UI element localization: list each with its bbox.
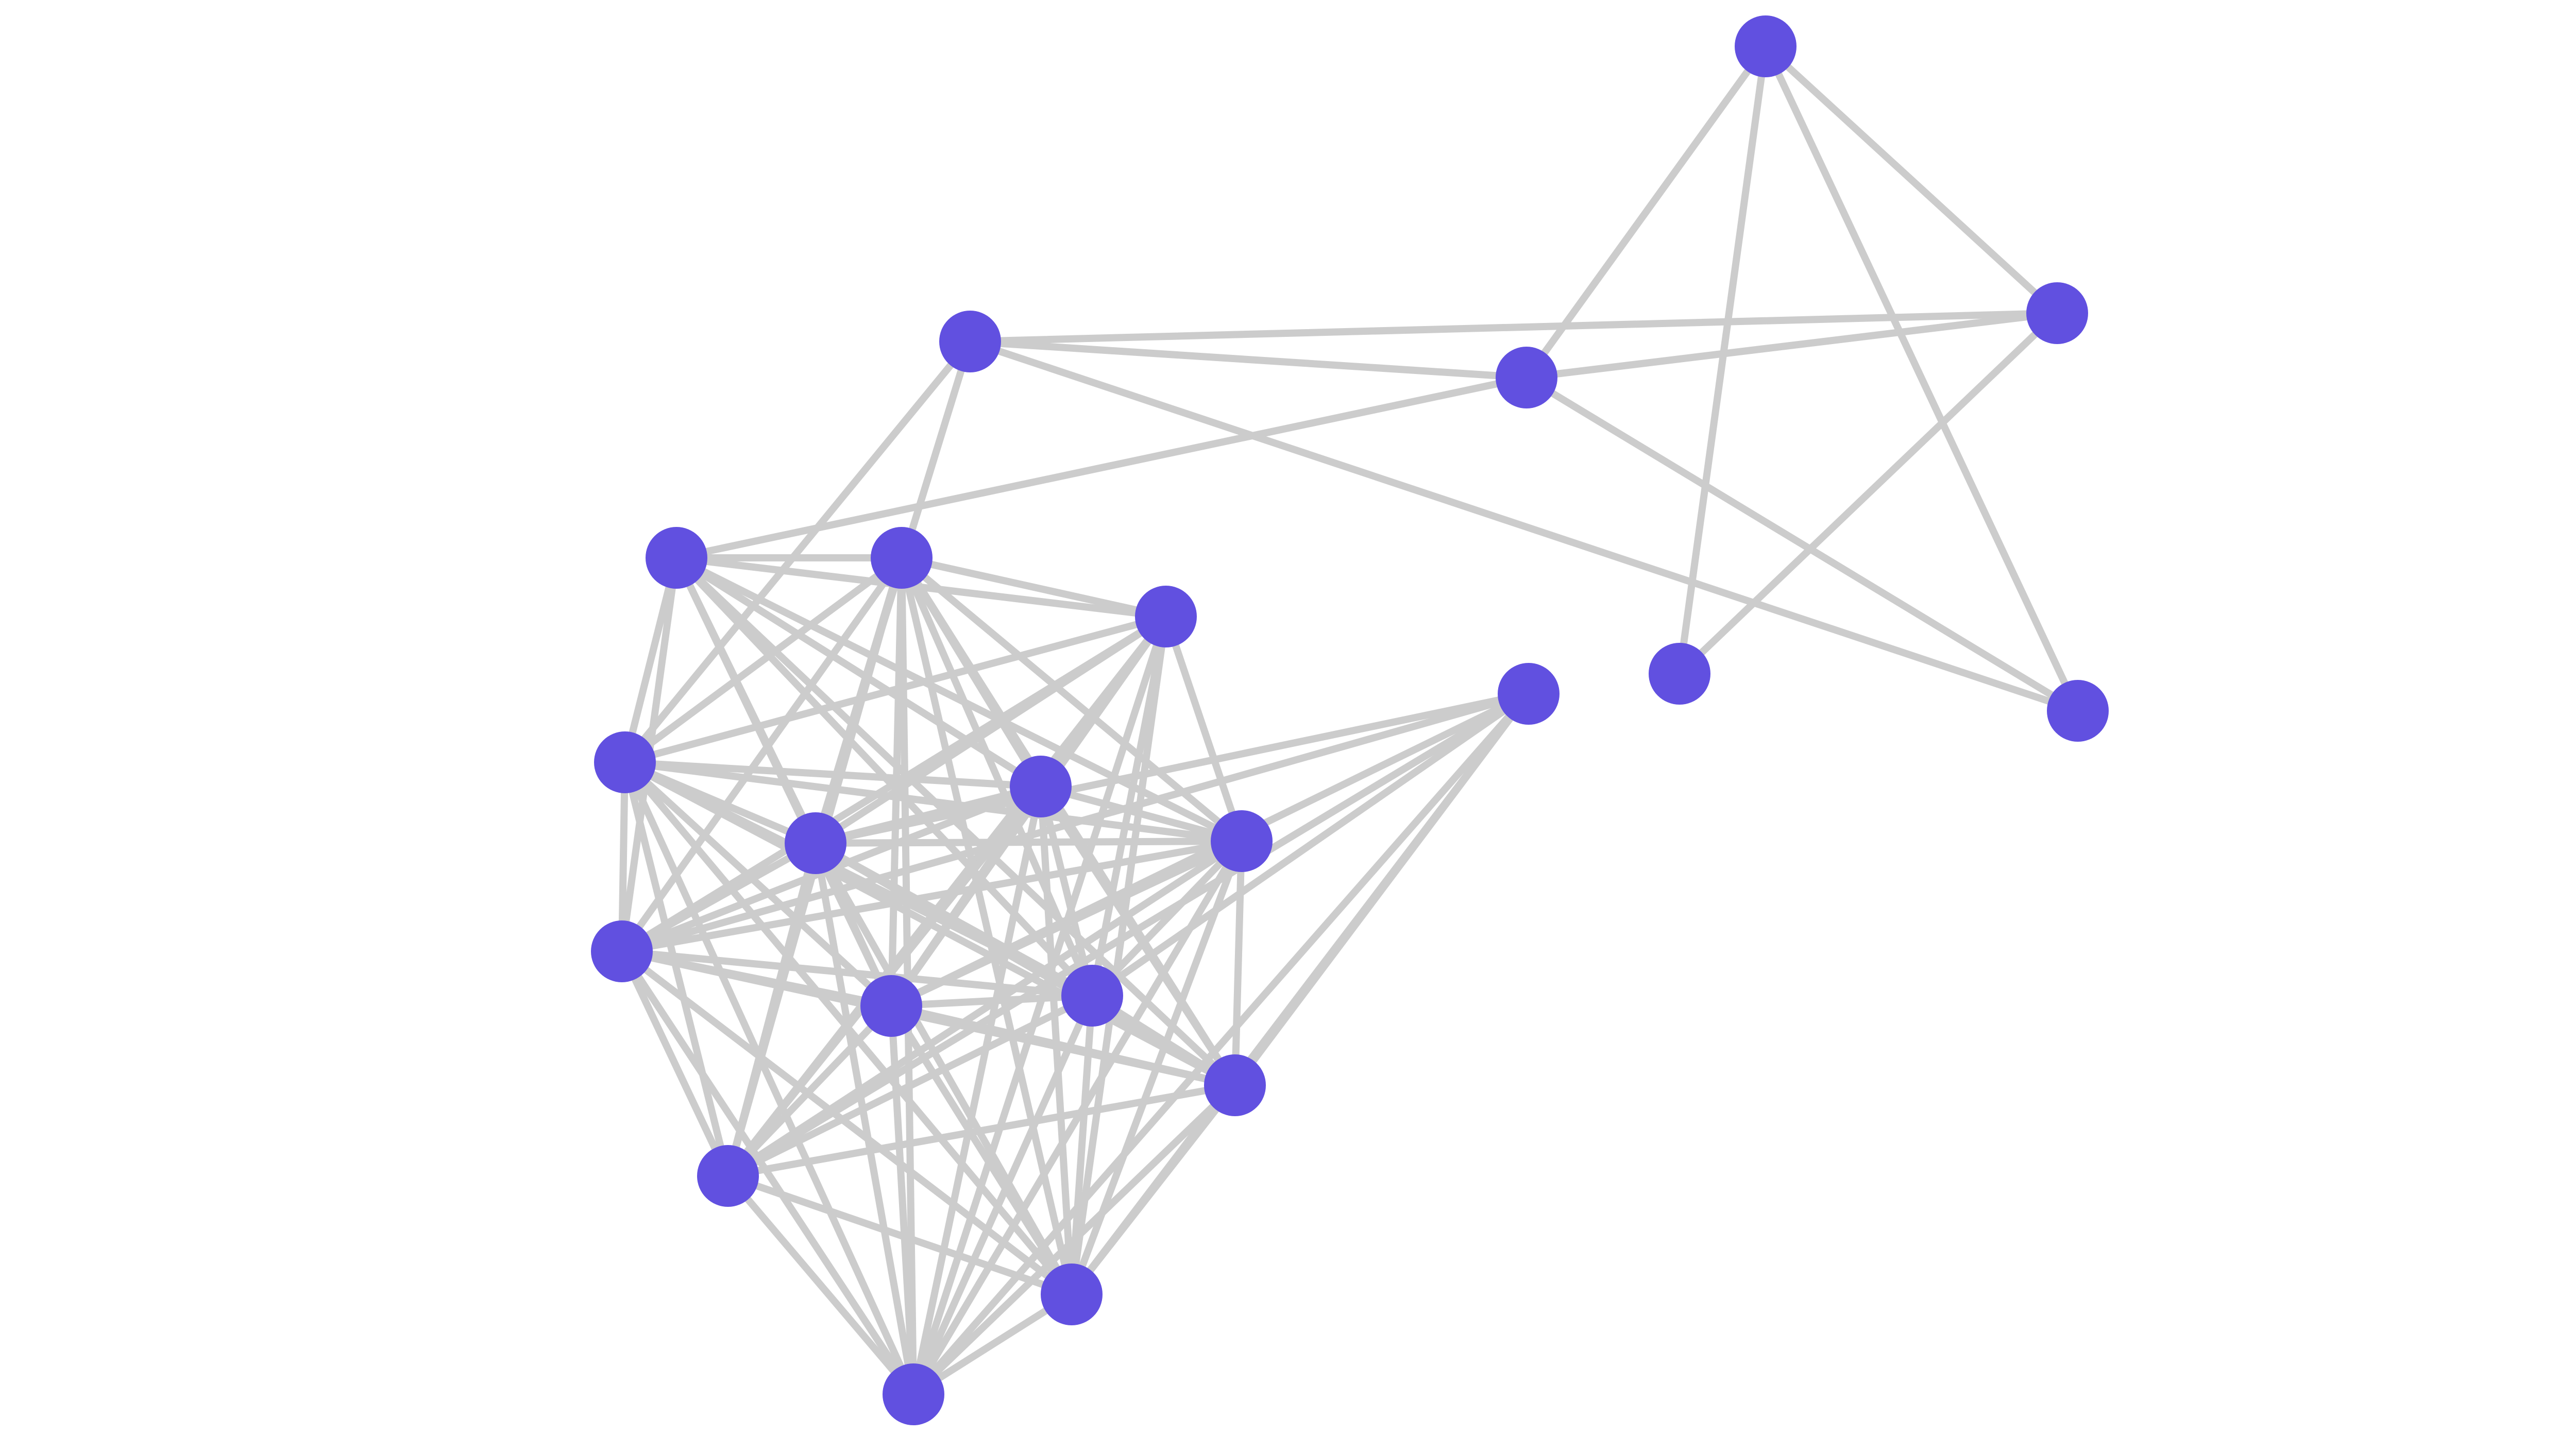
- edge-n7-n13: [673, 554, 1245, 845]
- edge-n13-n17: [1231, 838, 1245, 1089]
- edge-n1-n2: [1762, 43, 2061, 317]
- edge-n12-n21: [812, 690, 1532, 847]
- edge-n13-n16: [1089, 838, 1245, 999]
- edge-n15-n20: [888, 1002, 917, 1398]
- edge-layer: [618, 43, 2081, 1398]
- node-n1[interactable]: [1735, 15, 1797, 77]
- edge-n14-n21: [618, 690, 1532, 955]
- edge-n10-n13: [621, 759, 1245, 845]
- node-n8[interactable]: [871, 527, 933, 589]
- edge-n9-n19: [1068, 613, 1170, 1298]
- edge-n19-n21: [1068, 690, 1532, 1298]
- edge-n12-n20: [812, 840, 917, 1398]
- edge-n12-n13: [812, 838, 1245, 847]
- edge-n14-n18: [618, 948, 732, 1180]
- node-n13[interactable]: [1211, 810, 1273, 872]
- edge-n10-n11: [621, 759, 1044, 790]
- edge-n16-n19: [1068, 992, 1096, 1298]
- edge-n15-n17: [888, 1002, 1239, 1089]
- node-n14[interactable]: [591, 920, 653, 982]
- node-n4[interactable]: [2047, 680, 2109, 742]
- edge-n18-n21: [724, 690, 1532, 1180]
- edge-n10-n20: [621, 759, 917, 1398]
- edge-n16-n20: [910, 992, 1096, 1398]
- edge-n9-n10: [621, 613, 1170, 766]
- edge-n10-n15: [621, 759, 895, 1010]
- edge-n12-n14: [618, 840, 819, 955]
- edge-n8-n9: [898, 554, 1170, 620]
- edge-n13-n18: [724, 838, 1245, 1180]
- edge-n19-n20: [910, 1291, 1075, 1398]
- node-n9[interactable]: [1135, 586, 1197, 647]
- edge-n11-n13: [1037, 783, 1245, 845]
- edge-n2-n6: [967, 310, 2061, 345]
- edge-n16-n21: [1089, 690, 1532, 999]
- node-n21[interactable]: [1498, 663, 1560, 725]
- edge-n9-n20: [910, 613, 1170, 1398]
- edge-n10-n18: [621, 759, 732, 1180]
- node-n10[interactable]: [594, 731, 656, 793]
- edge-n9-n13: [1162, 613, 1245, 845]
- edge-n14-n16: [618, 948, 1096, 999]
- edge-n1-n5: [1676, 43, 1769, 677]
- edge-n2-n3: [1523, 310, 2061, 381]
- node-n20[interactable]: [883, 1363, 944, 1425]
- edge-n14-n20: [618, 948, 917, 1398]
- node-n18[interactable]: [697, 1145, 759, 1207]
- node-n12[interactable]: [785, 812, 846, 874]
- node-n2[interactable]: [2026, 282, 2088, 344]
- node-n19[interactable]: [1041, 1264, 1103, 1325]
- edge-n16-n18: [724, 992, 1096, 1180]
- edge-n15-n21: [888, 690, 1532, 1010]
- edge-n18-n20: [724, 1172, 917, 1398]
- edge-n10-n14: [618, 759, 629, 955]
- edge-n20-n21: [910, 690, 1532, 1398]
- edge-n4-n6: [967, 338, 2081, 714]
- node-n11[interactable]: [1010, 756, 1072, 817]
- edge-n15-n16: [888, 992, 1096, 1010]
- node-n3[interactable]: [1496, 347, 1557, 408]
- node-n16[interactable]: [1061, 965, 1123, 1027]
- edge-n13-n14: [618, 838, 1245, 955]
- edge-n1-n4: [1762, 43, 2081, 714]
- edge-n15-n18: [724, 1002, 895, 1180]
- edge-n3-n4: [1523, 374, 2081, 714]
- edge-n6-n10: [621, 338, 974, 766]
- edge-n17-n18: [724, 1082, 1239, 1180]
- node-n17[interactable]: [1204, 1054, 1266, 1116]
- node-layer: [591, 15, 2109, 1425]
- edge-n3-n6: [967, 338, 1530, 381]
- node-n5[interactable]: [1649, 643, 1710, 705]
- node-n7[interactable]: [646, 527, 707, 589]
- edge-n11-n20: [910, 783, 1044, 1398]
- edge-n2-n5: [1676, 310, 2061, 677]
- edge-n11-n17: [1037, 783, 1239, 1089]
- edge-n14-n19: [618, 948, 1075, 1298]
- edge-n17-n20: [910, 1082, 1239, 1398]
- edge-n7-n11: [673, 554, 1044, 790]
- edge-n7-n10: [621, 554, 680, 766]
- node-n15[interactable]: [860, 975, 922, 1037]
- edge-n8-n14: [618, 554, 905, 955]
- edge-n8-n10: [621, 554, 905, 766]
- node-n6[interactable]: [939, 311, 1001, 372]
- edge-n9-n14: [618, 613, 1170, 955]
